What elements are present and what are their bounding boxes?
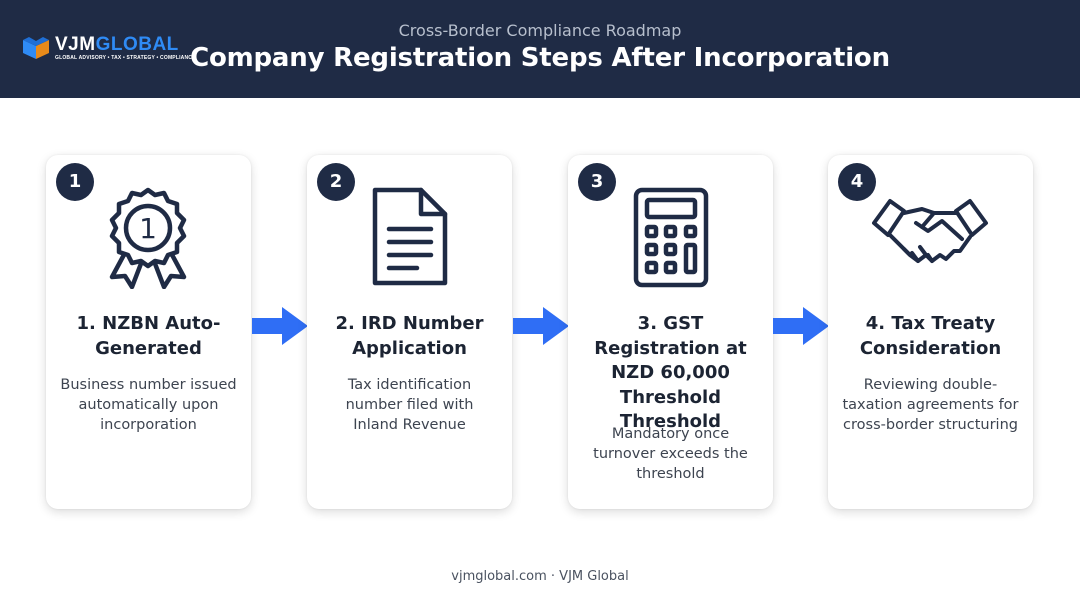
step-description: Mandatory once turnover exceeds the thre… [593,426,748,482]
step-number-badge: 2 [317,163,355,201]
step-card-2: 2 2. IRD Number Application Tax identifi… [307,155,512,509]
step-title: 2. IRD Number Application [335,313,484,359]
header-bar: VJMGLOBAL GLOBAL ADVISORY • TAX • STRATE… [0,0,1080,98]
step-card-3: 3 3. GST Registration at NZD 60,000 Thre… [568,155,773,509]
step-card-4: 4 4. Tax Treaty Consideration Reviewing … [828,155,1033,509]
document-icon [359,185,459,289]
step-title: 4. Tax Treaty Consideration [859,313,1002,359]
award-ribbon-icon: 1 [98,185,198,290]
step-card-1: 1 1 1. NZBN Auto-Generated Business numb… [46,155,251,509]
step-title: 1. NZBN Auto-Generated [76,313,221,359]
step-number-badge: 1 [56,163,94,201]
logo-brand-a: VJM [55,34,96,55]
step-number-badge: 4 [838,163,876,201]
step-description: Business number issued automatically upo… [60,377,237,433]
step-description: Reviewing double-taxation agreements for… [842,377,1019,433]
handshake-icon [870,185,990,289]
step-number-badge: 3 [578,163,616,201]
footer-credit: vjmglobal.com · VJM Global [451,569,629,584]
logo-cube-icon [23,37,49,59]
award-ribbon-number: 1 [139,212,157,245]
arrow-right-icon [252,307,308,345]
calculator-icon [620,185,720,289]
step-description: Tax identification number filed with Inl… [345,377,474,433]
logo-brand-b: GLOBAL [95,34,179,55]
arrow-right-icon [773,307,829,345]
vjm-global-logo: VJMGLOBAL GLOBAL ADVISORY • TAX • STRATE… [21,34,195,64]
page-subtitle: Cross-Border Compliance Roadmap [398,21,682,40]
logo-tagline: GLOBAL ADVISORY • TAX • STRATEGY • COMPL… [55,55,196,61]
logo-wordmark: VJMGLOBAL [55,34,179,56]
arrow-right-icon [513,307,569,345]
step-title: 3. GST Registration at NZD 60,000 Thresh… [594,313,747,432]
page-title: Company Registration Steps After Incorpo… [190,43,890,73]
